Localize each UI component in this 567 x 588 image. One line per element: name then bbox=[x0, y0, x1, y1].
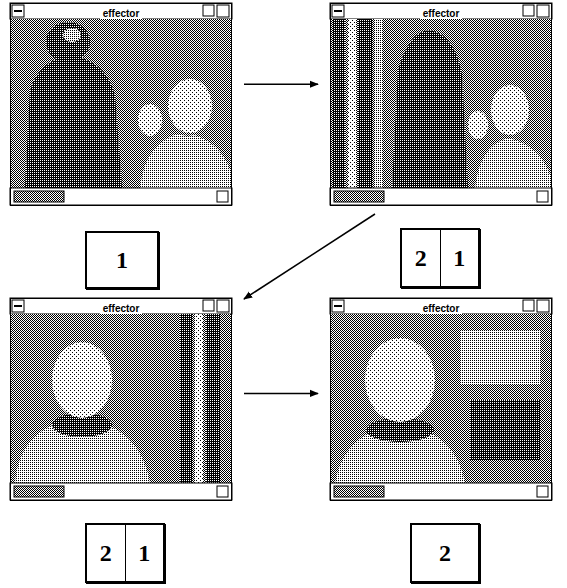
step-box: 21 bbox=[400, 228, 480, 288]
max-box bbox=[217, 5, 229, 17]
scroll-arrow bbox=[217, 191, 228, 202]
close-box-mark bbox=[14, 10, 22, 12]
scroll-bar bbox=[10, 483, 232, 500]
hand bbox=[468, 111, 488, 139]
hair bbox=[350, 316, 446, 428]
step-number: 2 bbox=[412, 525, 478, 581]
flow-arrow bbox=[244, 393, 318, 395]
hair bbox=[38, 323, 122, 427]
step-number: 1 bbox=[440, 230, 479, 286]
max-box bbox=[537, 300, 549, 312]
step-box: 1 bbox=[85, 231, 159, 289]
close-box bbox=[332, 300, 344, 312]
close-box-mark bbox=[334, 305, 342, 307]
max-box bbox=[217, 300, 229, 312]
title-bar: effector bbox=[331, 4, 551, 20]
scroll-arrow bbox=[537, 191, 548, 202]
scroll-buttons bbox=[334, 191, 384, 202]
window-title: effector bbox=[420, 303, 463, 314]
app-window: effector bbox=[10, 3, 232, 206]
min-box bbox=[203, 300, 214, 311]
highlight bbox=[63, 28, 81, 42]
stripe bbox=[375, 19, 383, 188]
scroll-buttons bbox=[14, 486, 64, 497]
title-bar bbox=[330, 3, 552, 19]
window-title: effector bbox=[100, 8, 143, 19]
stripe bbox=[180, 314, 192, 483]
person-figure bbox=[25, 55, 122, 188]
close-box bbox=[332, 5, 344, 17]
step-number: 2 bbox=[87, 525, 125, 581]
hair bbox=[482, 72, 534, 138]
scroll-arrow bbox=[537, 486, 548, 497]
stripe bbox=[206, 314, 220, 483]
photo bbox=[331, 19, 551, 188]
window-screenshot bbox=[10, 298, 232, 500]
photo bbox=[11, 314, 231, 483]
window-screenshot bbox=[330, 298, 552, 500]
face bbox=[491, 85, 529, 135]
window-title: effector bbox=[100, 303, 143, 314]
face bbox=[52, 342, 112, 418]
face bbox=[168, 79, 212, 133]
title-bar bbox=[330, 298, 552, 314]
window-title: effector bbox=[420, 8, 463, 19]
background-object bbox=[470, 400, 540, 460]
hair bbox=[158, 64, 218, 136]
photo bbox=[11, 19, 231, 188]
stripe bbox=[333, 19, 345, 188]
stripe bbox=[195, 314, 203, 483]
person-body bbox=[475, 138, 550, 188]
title-bar: effector bbox=[331, 299, 551, 315]
title-bar: effector bbox=[11, 4, 231, 20]
scroll-bar bbox=[330, 483, 552, 500]
title-bar: effector bbox=[11, 299, 231, 315]
stripe bbox=[358, 19, 372, 188]
min-box bbox=[523, 300, 534, 311]
app-window: effector bbox=[10, 298, 232, 501]
person-head bbox=[46, 22, 90, 62]
title-bar bbox=[10, 298, 232, 314]
stripe bbox=[348, 19, 356, 188]
step-number: 2 bbox=[402, 230, 440, 286]
close-box-mark bbox=[334, 10, 342, 12]
scroll-buttons bbox=[334, 486, 384, 497]
face bbox=[365, 338, 435, 422]
scroll-buttons bbox=[14, 191, 64, 202]
min-box bbox=[523, 5, 534, 16]
close-box bbox=[12, 300, 24, 312]
window-screenshot bbox=[330, 3, 552, 205]
window-screenshot bbox=[10, 3, 232, 205]
close-box-mark bbox=[14, 305, 22, 307]
step-box: 21 bbox=[85, 523, 165, 583]
background-object bbox=[460, 330, 540, 385]
scroll-bar bbox=[330, 188, 552, 205]
flow-arrow bbox=[244, 83, 318, 85]
app-window: effector bbox=[330, 3, 552, 206]
step-box: 2 bbox=[410, 523, 480, 583]
min-box bbox=[203, 5, 214, 16]
photo bbox=[331, 314, 551, 483]
flow-arrow bbox=[244, 214, 375, 299]
step-number: 1 bbox=[125, 525, 164, 581]
max-box bbox=[537, 5, 549, 17]
title-bar bbox=[10, 3, 232, 19]
person-body bbox=[140, 132, 230, 188]
step-number: 1 bbox=[87, 233, 157, 287]
scroll-arrow bbox=[217, 486, 228, 497]
close-box bbox=[12, 5, 24, 17]
scroll-bar bbox=[10, 188, 232, 205]
person-figure bbox=[392, 30, 468, 188]
app-window: effector bbox=[330, 298, 552, 501]
hand bbox=[138, 104, 162, 136]
